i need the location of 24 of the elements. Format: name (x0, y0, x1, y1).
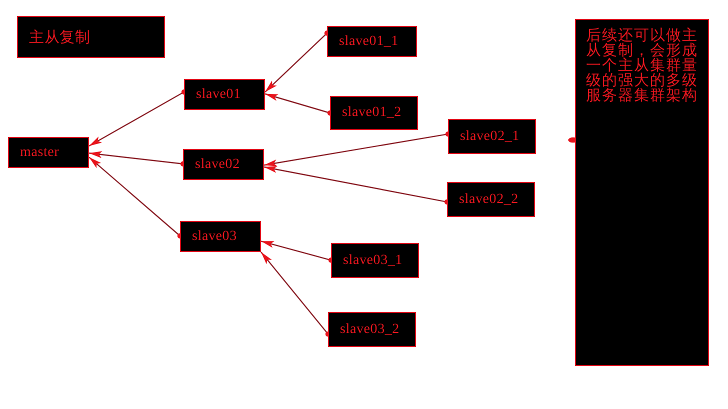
server-name: slave01_2 (342, 105, 402, 121)
server-name: slave02_2 (459, 192, 518, 208)
server-box (327, 26, 417, 57)
server-box (328, 312, 416, 347)
server-name: slave01_1 (339, 34, 398, 50)
server-box (330, 96, 418, 130)
server-name: slave03 (192, 228, 237, 244)
server-box (183, 149, 264, 180)
server-box (448, 119, 536, 154)
server-name: slave02_1 (460, 128, 520, 144)
server-box (447, 182, 535, 217)
server-box (331, 243, 419, 278)
server-box (184, 79, 265, 110)
server-box (180, 221, 261, 252)
server-name: slave03_2 (340, 322, 400, 338)
title-box (17, 16, 165, 58)
server-name: slave03_1 (343, 252, 402, 268)
server-name: slave02 (195, 156, 240, 172)
note-box (575, 19, 709, 366)
note-text: 后续还可以做主从复制，会形成一个主从集群量级的强大的多级服务器集群架构 (586, 28, 699, 103)
server-box (8, 137, 89, 168)
server-name: slave01 (196, 86, 241, 102)
title-text: 主从复制 (29, 29, 90, 45)
server-name: master (20, 144, 60, 160)
